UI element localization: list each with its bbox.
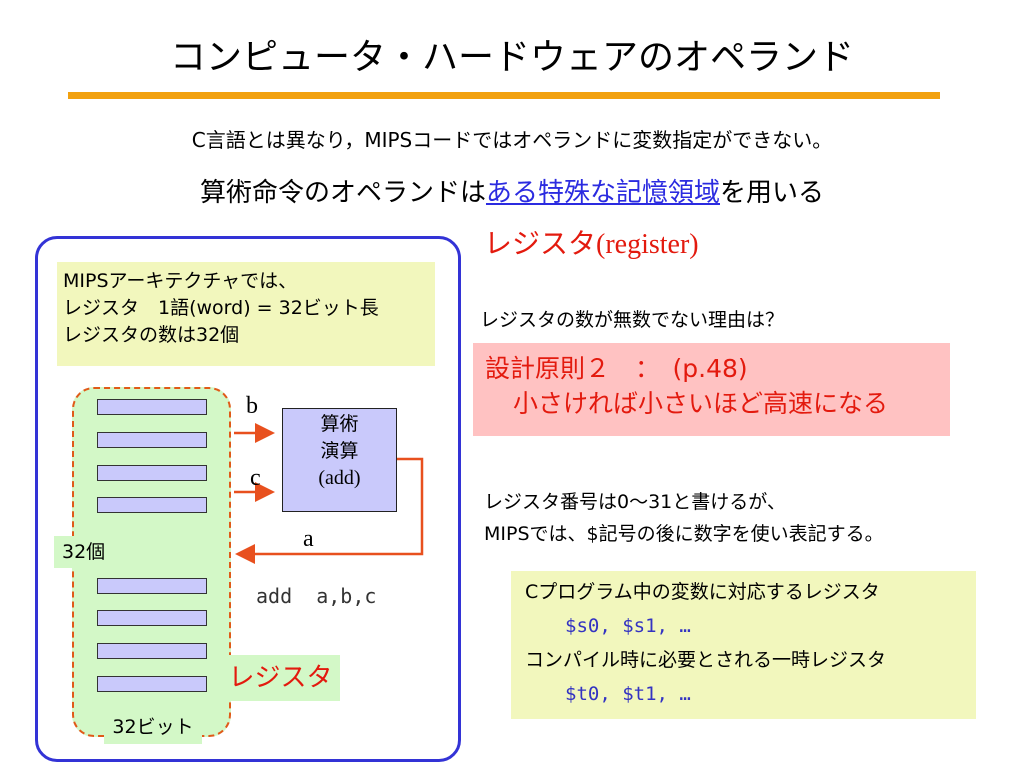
register-heading-jp: レジスタ [484, 227, 597, 260]
register-slot [97, 432, 207, 448]
mips-register-panel [35, 236, 461, 762]
mips-note-line: レジスタ 1語(word) = 32ビット長 [63, 297, 379, 319]
numbering-line: MIPSでは、$記号の後に数字を使い表記する。 [484, 523, 884, 545]
subtitle: 算術命令のオペランドはある特殊な記憶領域を用いる [0, 172, 1024, 209]
register-width-label: 32ビット [104, 710, 202, 744]
add-instruction: add a,b,c [256, 584, 377, 608]
c-vars-registers: $s0, $s1, … [565, 615, 691, 637]
output-a-label: a [303, 526, 314, 552]
alu-box: 算術 演算 (add) [282, 408, 397, 512]
intro-text: C言語とは異なり，MIPSコードではオペランドに変数指定ができない。 [191, 128, 833, 152]
input-c-label: c [250, 465, 261, 491]
register-tag: レジスタ [221, 655, 340, 701]
alu-label: 算術 [320, 413, 359, 435]
register-slot [97, 578, 207, 594]
design-principle-title: 設計原則２ ： (p.48) [485, 354, 748, 383]
mips-note: MIPSアーキテクチャでは、 レジスタ 1語(word) = 32ビット長 レジ… [57, 262, 435, 366]
title-underline [68, 92, 940, 99]
mips-note-line: MIPSアーキテクチャでは、 [63, 270, 298, 292]
mips-note-line: レジスタの数は32個 [63, 324, 240, 346]
design-principle-box: 設計原則２ ： (p.48) 小さければ小さいほど高速になる [473, 343, 950, 436]
register-slot [97, 610, 207, 626]
input-b-label: b [246, 393, 258, 419]
register-conventions-box: Cプログラム中の変数に対応するレジスタ $s0, $s1, … コンパイル時に必… [511, 571, 976, 719]
register-count-label: 32個 [54, 536, 122, 568]
alu-label: 演算 [320, 440, 359, 462]
register-slot [97, 465, 207, 481]
temp-regs-label: コンパイル時に必要とされる一時レジスタ [525, 649, 887, 671]
register-limit-question: レジスタの数が無数でない理由は？ [480, 309, 785, 331]
output-a-arrow [235, 457, 424, 564]
design-principle-text: 小さければ小さいほど高速になる [513, 389, 889, 418]
register-heading: レジスタ(register) [484, 222, 699, 262]
slide-title: コンピュータ・ハードウェアのオペランド [169, 37, 854, 78]
temp-registers: $t0, $t1, … [565, 683, 691, 705]
register-slot [97, 399, 207, 415]
subtitle-before: 算術命令のオペランドは [199, 178, 486, 208]
numbering-line: レジスタ番号は0〜31と書けるが、 [484, 491, 786, 513]
register-numbering-note: レジスタ番号は0〜31と書けるが、 MIPSでは、$記号の後に数字を使い表記する… [484, 486, 884, 550]
alu-op: (add) [318, 467, 361, 489]
c-vars-label: Cプログラム中の変数に対応するレジスタ [525, 581, 880, 603]
register-slot [97, 497, 207, 513]
subtitle-after: を用いる [720, 178, 825, 208]
register-slot [97, 643, 207, 659]
register-slot [97, 676, 207, 692]
special-storage-link[interactable]: ある特殊な記憶領域 [485, 178, 720, 208]
register-heading-en: (register) [596, 229, 699, 260]
